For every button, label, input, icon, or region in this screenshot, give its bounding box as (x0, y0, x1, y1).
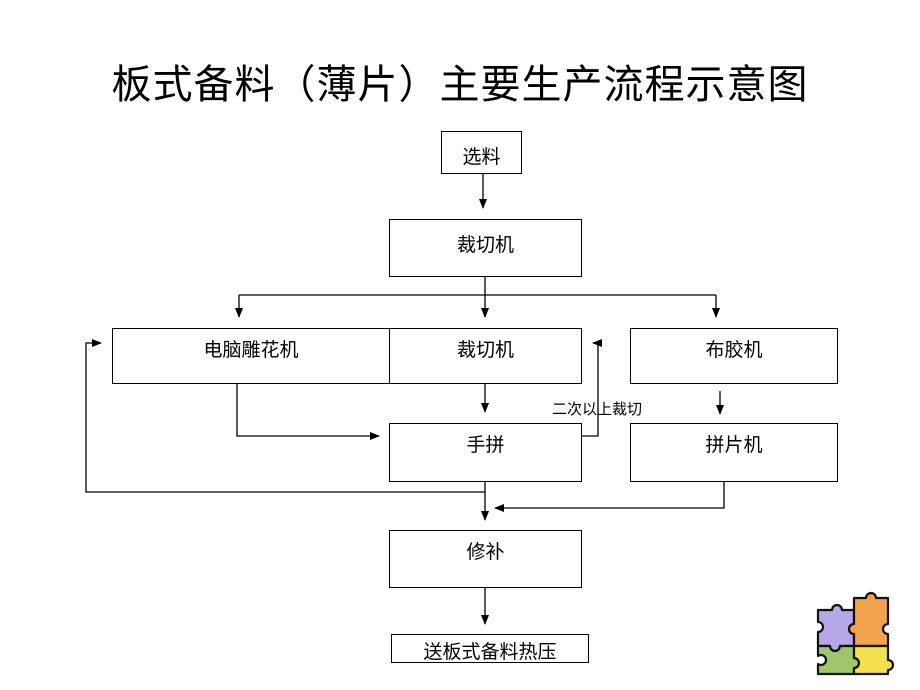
node-cutter-2: 裁切机 (389, 328, 582, 384)
annotation-second-cut: 二次以上裁切 (552, 400, 643, 418)
page-title: 板式备料（薄片）主要生产流程示意图 (111, 62, 809, 108)
node-gluing-label: 布胶机 (705, 339, 763, 361)
node-select: 选料 (441, 131, 522, 174)
arrow-splicer-to-repair (494, 482, 725, 512)
node-cnc-carving: 电脑雕花机 (112, 328, 390, 384)
node-to-press-label: 送板式备料热压 (423, 641, 557, 663)
arrow-loop-to-cnc (85, 339, 485, 493)
node-repair-label: 修补 (466, 541, 505, 563)
line-second-cut-loop (582, 342, 599, 437)
node-hand-splice-label: 手拼 (466, 434, 505, 456)
node-cutter-1-label: 裁切机 (456, 234, 514, 256)
node-to-press: 送板式备料热压 (391, 634, 589, 663)
node-cnc-carving-label: 电脑雕花机 (203, 339, 299, 361)
node-cutter-1: 裁切机 (389, 219, 582, 277)
puzzle-pieces-icon (816, 591, 894, 676)
node-cutter-2-label: 裁切机 (456, 339, 514, 361)
node-select-label: 选料 (462, 146, 501, 168)
node-repair: 修补 (389, 530, 582, 588)
node-splicer: 拼片机 (630, 423, 838, 482)
node-splicer-label: 拼片机 (705, 434, 763, 456)
node-gluing: 布胶机 (630, 328, 838, 384)
node-hand-splice: 手拼 (389, 423, 582, 482)
arrow-cnc-to-hand (236, 384, 380, 440)
